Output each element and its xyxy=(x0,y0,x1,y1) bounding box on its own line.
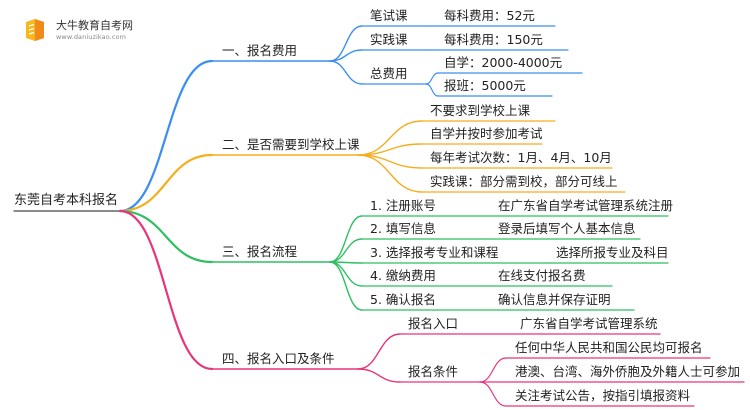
entry-conditions: 报名条件 xyxy=(408,364,459,379)
entry-to-conditions xyxy=(357,368,401,383)
process-step-2-detail: 登录后填写个人基本信息 xyxy=(498,221,636,236)
root-to-fees xyxy=(118,59,214,213)
process-step-2: 2. 填写信息 xyxy=(370,221,436,236)
fees-written-detail: 每科费用：52元 xyxy=(444,8,535,23)
branch-fees: 一、报名费用 xyxy=(222,43,298,58)
process-step-4-detail: 在线支付报名费 xyxy=(498,268,586,283)
process-to-step-2 xyxy=(329,238,363,263)
total-to-self xyxy=(425,72,439,85)
condition-3: 关注考试公告，按指引填报资料 xyxy=(515,388,691,403)
fees-total: 总费用 xyxy=(370,66,408,81)
attendance-to-item-4 xyxy=(357,154,423,193)
process-step-1: 1. 注册账号 xyxy=(370,198,436,213)
book-logo-icon xyxy=(26,19,44,41)
root-to-attendance xyxy=(118,153,214,213)
root-to-entry xyxy=(118,209,214,371)
root-node: 东莞自考本科报名 xyxy=(14,193,119,208)
conditions-to-1 xyxy=(479,357,507,383)
site-logo[interactable]: 大牛教育自考网 www.daniuzikao.com xyxy=(8,4,168,48)
fees-to-practice xyxy=(329,49,363,62)
logo-url: www.daniuzikao.com xyxy=(56,33,127,41)
process-step-5-detail: 确认信息并保存证明 xyxy=(498,292,611,307)
total-to-class xyxy=(425,83,439,97)
fees-to-total xyxy=(329,60,363,85)
branch-process: 三、报名流程 xyxy=(222,244,298,259)
process-step-3-detail: 选择所报专业及科目 xyxy=(556,245,669,260)
fees-total-self: 自学：2000-4000元 xyxy=(444,55,563,70)
attendance-item-4: 实践课：部分需到校，部分可线上 xyxy=(430,174,618,189)
process-step-4: 4. 缴纳费用 xyxy=(370,268,436,283)
process-step-3: 3. 选择报考专业和课程 xyxy=(370,245,499,260)
entry-portal-detail: 广东省自学考试管理系统 xyxy=(520,316,658,331)
process-to-step-4 xyxy=(329,261,363,287)
condition-2: 港澳、台湾、海外侨胞及外籍人士可参加 xyxy=(515,364,741,379)
entry-portal: 报名入口 xyxy=(408,316,459,331)
process-to-step-5 xyxy=(329,261,363,311)
fees-written: 笔试课 xyxy=(370,8,408,23)
logo-title: 大牛教育自考网 xyxy=(56,19,133,32)
process-step-1-detail: 在广东省自学考试管理系统注册 xyxy=(498,198,674,213)
branch-entry: 四、报名入口及条件 xyxy=(222,351,335,366)
entry-to-portal xyxy=(357,333,401,370)
root-to-process xyxy=(118,209,214,264)
conditions-to-3 xyxy=(479,381,507,407)
branch-attendance: 二、是否需要到学校上课 xyxy=(222,137,360,152)
process-step-5: 5. 确认报名 xyxy=(370,292,436,307)
fees-practice-detail: 每科费用：150元 xyxy=(444,32,543,47)
process-to-step-1 xyxy=(329,215,363,263)
attendance-item-2: 自学并按时参加考试 xyxy=(430,126,543,141)
fees-practice: 实践课 xyxy=(370,32,408,47)
attendance-item-3: 每年考试次数：1月、4月、10月 xyxy=(430,150,612,165)
fees-total-class: 报班：5000元 xyxy=(444,78,526,93)
condition-1: 任何中华人民共和国公民均可报名 xyxy=(515,340,703,355)
attendance-item-1: 不要求到学校上课 xyxy=(430,103,531,118)
